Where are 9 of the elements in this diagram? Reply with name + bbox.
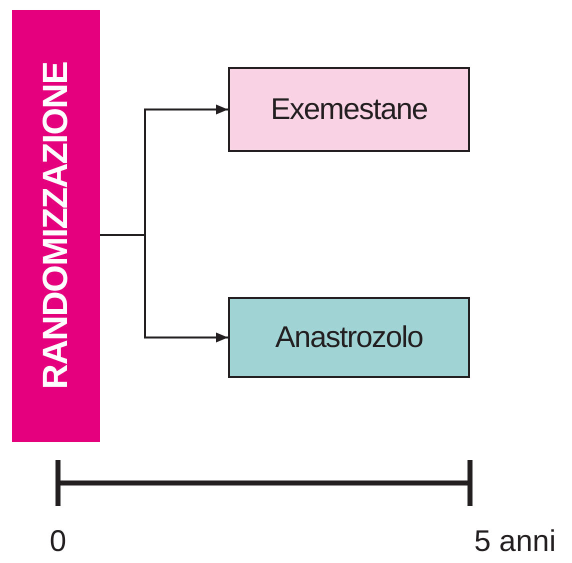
treatment-box [228,67,470,152]
timeline-tick-label: 5 anni [474,525,556,559]
treatment-label: Anastrozolo [275,320,423,354]
timeline-tick-label: 0 [50,525,66,559]
treatment-box [228,297,470,378]
treatment-label: Exemestane [270,92,428,126]
band-label: RANDOMIZZAZIONE [36,62,76,390]
randomization-band [12,10,100,442]
arrow [100,234,228,342]
